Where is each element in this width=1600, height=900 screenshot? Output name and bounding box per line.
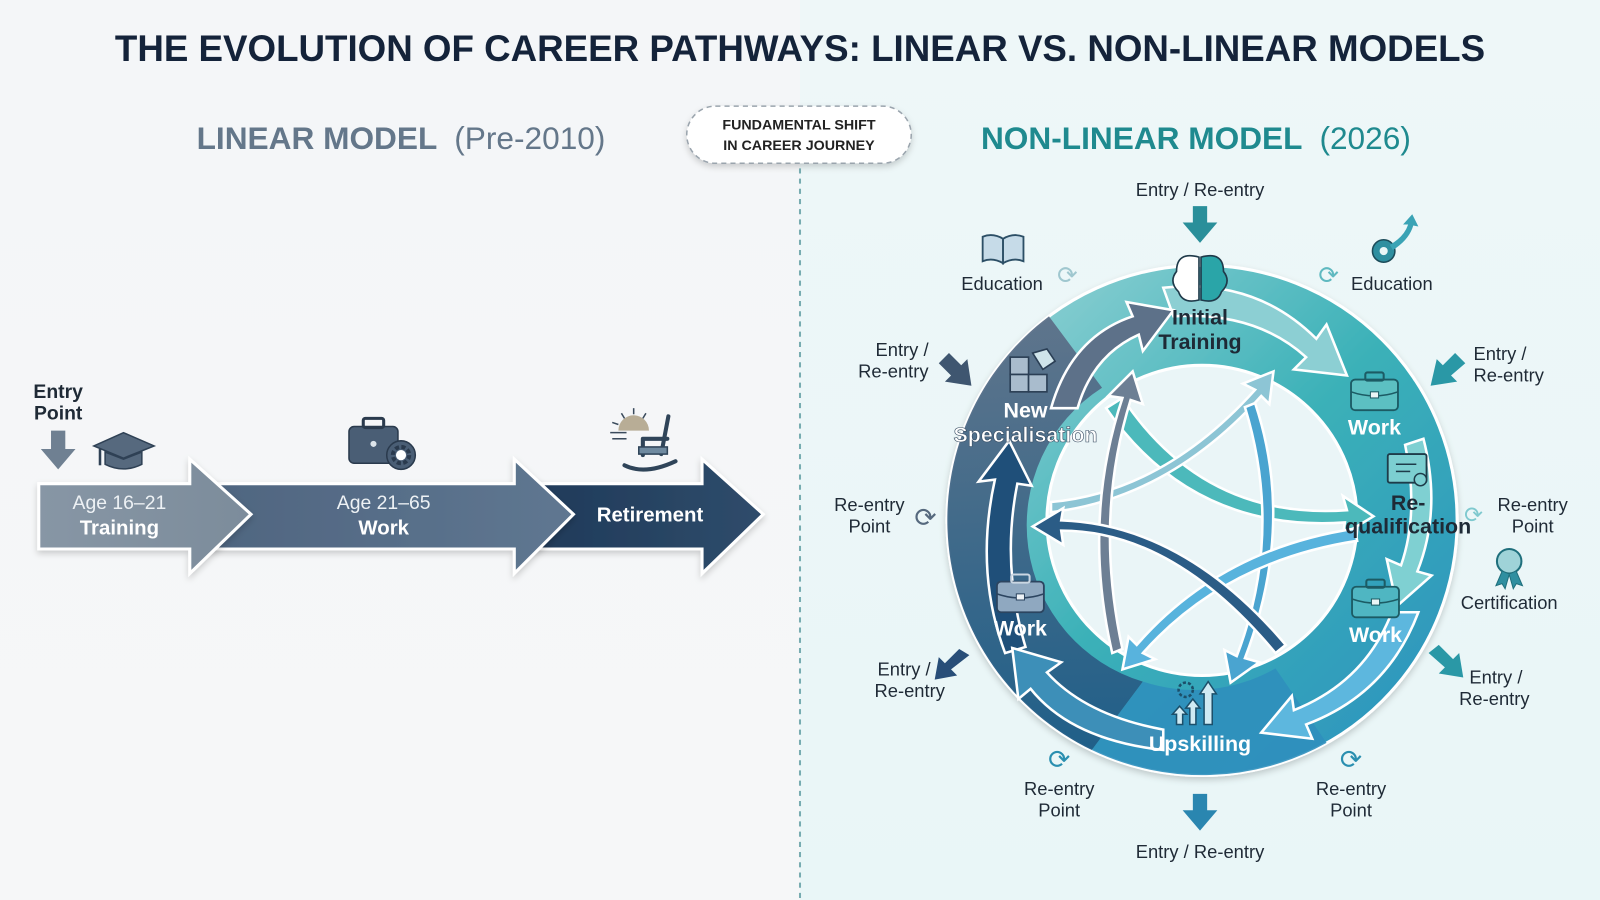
- refresh-icon: ⟳: [1340, 744, 1362, 774]
- inner-arrow-to-work-left: [1030, 505, 1288, 655]
- training-stage-label: Training: [80, 518, 159, 540]
- linear-heading: LINEAR MODEL (Pre-2010): [197, 120, 606, 156]
- inner-arrow-to-specialisation: [1097, 369, 1145, 655]
- reentry-bottom-right-line1: Re-entry: [1316, 778, 1387, 799]
- open-book-icon: [981, 234, 1025, 265]
- outer-labels: Entry / Re-entry Entry / Re-entry Educat…: [834, 179, 1568, 862]
- ring-arrow-bottom-left: [1010, 646, 1165, 752]
- entry-point-label-line2: Point: [34, 402, 83, 424]
- award-ribbon-icon: [1495, 547, 1524, 591]
- reentry-bottom-left-line2: Point: [1038, 799, 1080, 820]
- ring-arrow-top-left: [1049, 300, 1176, 410]
- work-left-label: Work: [994, 617, 1047, 641]
- nonlinear-heading-period: (2026): [1319, 120, 1410, 156]
- entry-down-arrow-icon: [40, 430, 76, 470]
- node-requalification: Re- qualification: [1345, 453, 1471, 539]
- entry-bottom-label: Entry / Re-entry: [1136, 841, 1265, 862]
- inner-arrow-to-upskilling-right: [1222, 401, 1275, 685]
- node-work-bottom-right: Work: [1349, 578, 1402, 647]
- entry-top-label: Entry / Re-entry: [1136, 179, 1265, 200]
- entry-upper-left-arrow-icon: [938, 353, 972, 386]
- entry-upper-right-line2: Re-entry: [1473, 365, 1544, 386]
- initial-training-line1: Initial: [1172, 305, 1228, 329]
- reentry-right-line2: Point: [1512, 516, 1554, 537]
- entry-upper-right-line1: Entry /: [1473, 343, 1527, 364]
- fundamental-shift-badge: FUNDAMENTAL SHIFT IN CAREER JOURNEY: [685, 105, 912, 165]
- entry-lower-right-arrow-icon: [1428, 644, 1464, 678]
- refresh-icon: ⟳: [1048, 744, 1070, 774]
- main-title: THE EVOLUTION OF CAREER PATHWAYS: LINEAR…: [115, 28, 1485, 69]
- work-age-label: Age 21–65: [337, 492, 431, 514]
- work-top-right-label: Work: [1348, 416, 1401, 440]
- linear-timeline: Entry Point Age 16–21 Training Age 21–65…: [33, 381, 766, 578]
- refresh-icon: ⟳: [914, 503, 936, 533]
- nonlinear-cycle: Initial Training Work: [945, 254, 1471, 778]
- refresh-icon: ⟳: [1318, 263, 1339, 290]
- entry-lower-right-line1: Entry /: [1469, 667, 1523, 688]
- certification-label: Certification: [1461, 592, 1558, 613]
- ring-arrow-bottom-right: [1258, 610, 1421, 741]
- ring-arrow-top-right: [1161, 285, 1349, 378]
- entry-lower-left-line1: Entry /: [878, 659, 932, 680]
- node-upskilling: Upskilling: [1149, 680, 1251, 756]
- puzzle-icon: [1009, 348, 1057, 393]
- refresh-icon: ⟳: [1464, 502, 1483, 527]
- reentry-left-line2: Point: [848, 516, 890, 537]
- training-stage-arrow: [37, 455, 254, 578]
- requalification-line1: Re-: [1391, 491, 1426, 515]
- work-stage-arrow: [208, 455, 576, 578]
- reentry-right-line1: Re-entry: [1497, 494, 1568, 515]
- node-initial-training: Initial Training: [1158, 254, 1242, 354]
- inner-crossing-arrows: [1030, 369, 1376, 685]
- briefcase-icon: [996, 573, 1045, 614]
- entry-bottom-arrow-icon: [1182, 793, 1218, 831]
- certificate-icon: [1386, 453, 1428, 487]
- new-specialisation-line2: Specialisation: [954, 423, 1098, 447]
- inner-arrow-to-upskilling-left: [1120, 527, 1359, 672]
- work-bottom-right-label: Work: [1349, 623, 1402, 647]
- retirement-stage-arrow: [529, 455, 766, 578]
- linear-heading-bold: LINEAR MODEL: [197, 120, 438, 156]
- reentry-bottom-right-line2: Point: [1330, 799, 1372, 820]
- upskilling-label: Upskilling: [1149, 732, 1251, 756]
- graduation-cap-icon: [91, 431, 157, 470]
- brain-icon: [1172, 254, 1228, 302]
- node-new-specialisation: New Specialisation: [953, 348, 1098, 447]
- requalification-line2: qualification: [1345, 515, 1471, 539]
- briefcase-icon: [1351, 578, 1400, 619]
- entry-top-arrow-icon: [1182, 206, 1218, 243]
- badge-line2: IN CAREER JOURNEY: [723, 138, 875, 154]
- reentry-left-line1: Re-entry: [834, 494, 905, 515]
- entry-upper-left-line2: Re-entry: [858, 361, 929, 382]
- linear-heading-period: (Pre-2010): [454, 120, 605, 156]
- badge-line1: FUNDAMENTAL SHIFT: [722, 118, 875, 134]
- node-work-left: Work: [994, 573, 1047, 641]
- entry-lower-right-line2: Re-entry: [1459, 688, 1530, 709]
- new-specialisation-line1: New: [1004, 398, 1048, 422]
- refresh-icon: ⟳: [1057, 263, 1078, 290]
- inner-arrow-to-initial-training: [1049, 369, 1276, 514]
- entry-lower-left-arrow-icon: [934, 648, 970, 680]
- training-age-label: Age 16–21: [73, 492, 167, 514]
- entry-upper-right-arrow-icon: [1430, 353, 1466, 386]
- nonlinear-heading: NON-LINEAR MODEL (2026): [981, 120, 1411, 156]
- briefcase-icon: [1350, 371, 1399, 412]
- gear-growth-icon: [1371, 214, 1419, 264]
- work-stage-label: Work: [358, 518, 409, 540]
- growth-chart-icon: [1170, 680, 1218, 726]
- entry-lower-left-line2: Re-entry: [874, 680, 945, 701]
- initial-training-line2: Training: [1158, 330, 1241, 354]
- education-left-label: Education: [961, 273, 1043, 294]
- rocking-chair-sunset-icon: [610, 408, 678, 472]
- briefcase-gear-icon: [348, 416, 417, 471]
- node-work-top-right: Work: [1348, 371, 1401, 440]
- ring-left-segment: [947, 316, 1143, 750]
- entry-point-label-line1: Entry: [33, 381, 83, 403]
- nonlinear-heading-bold: NON-LINEAR MODEL: [981, 120, 1303, 156]
- reentry-bottom-left-line1: Re-entry: [1024, 778, 1095, 799]
- retirement-stage-label: Retirement: [597, 504, 704, 526]
- entry-upper-left-line1: Entry /: [876, 339, 930, 360]
- education-right-label: Education: [1351, 273, 1433, 294]
